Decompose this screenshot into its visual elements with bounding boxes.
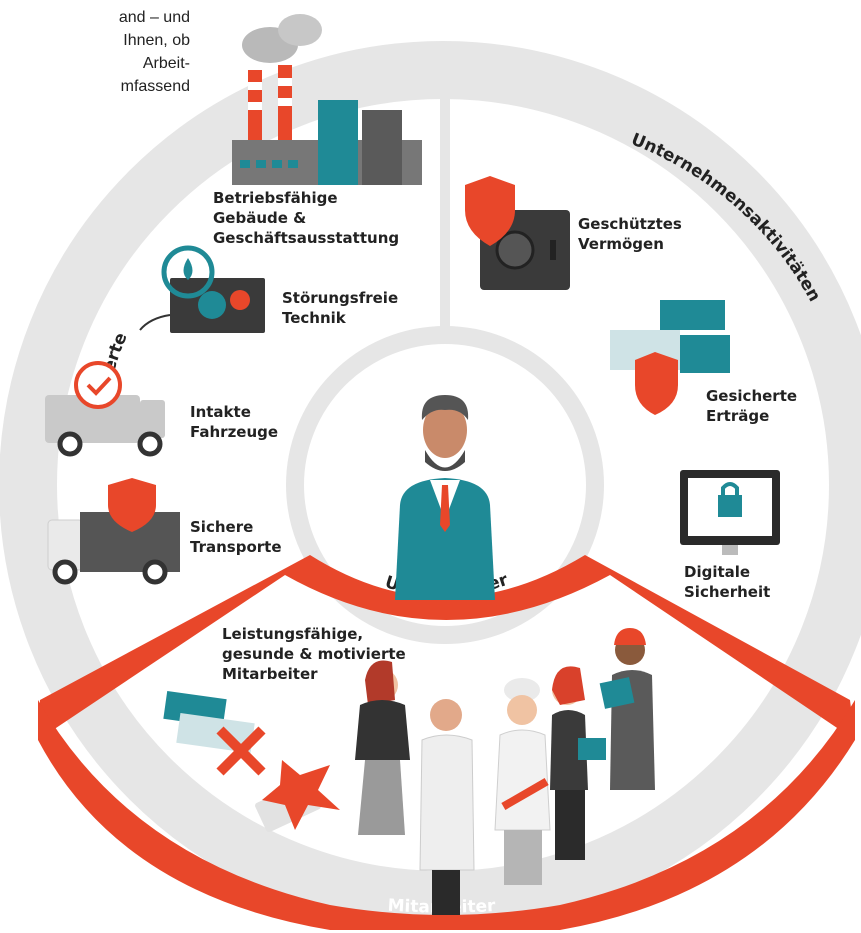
mitarbeiter-sector [38, 555, 855, 740]
intro-text: and – und Ihnen, ob Arbeit- mfassend [118, 9, 190, 95]
bandage-icon [255, 760, 340, 833]
item-digital: Digitale Sicherheit [684, 563, 771, 601]
businessman-icon [395, 395, 495, 600]
item-mitarbeiter: Leistungsfähige, gesunde & motivierte Mi… [222, 625, 406, 683]
money-stacks-icon [610, 300, 730, 415]
divider [440, 95, 450, 335]
item-fahrzeuge: Intakte Fahrzeuge [190, 403, 279, 441]
monitor-lock-icon [680, 470, 780, 555]
truck-shield-icon [47, 478, 180, 585]
factory-icon [232, 14, 422, 185]
money-cross-icon [163, 690, 266, 776]
safe-shield-icon [465, 176, 570, 290]
gears-icon [139, 245, 265, 333]
item-ertraege: Gesicherte Erträge [706, 387, 798, 425]
truck-check-icon [45, 361, 165, 457]
workers-group-icon [355, 628, 655, 915]
item-vermoegen: Geschütztes Vermögen [578, 215, 682, 253]
item-technik: Störungsfreie Technik [282, 289, 399, 327]
item-gebaeude: Betriebsfähige Gebäude & Geschäftsaussta… [213, 189, 400, 247]
item-transporte: Sichere Transporte [190, 518, 282, 556]
